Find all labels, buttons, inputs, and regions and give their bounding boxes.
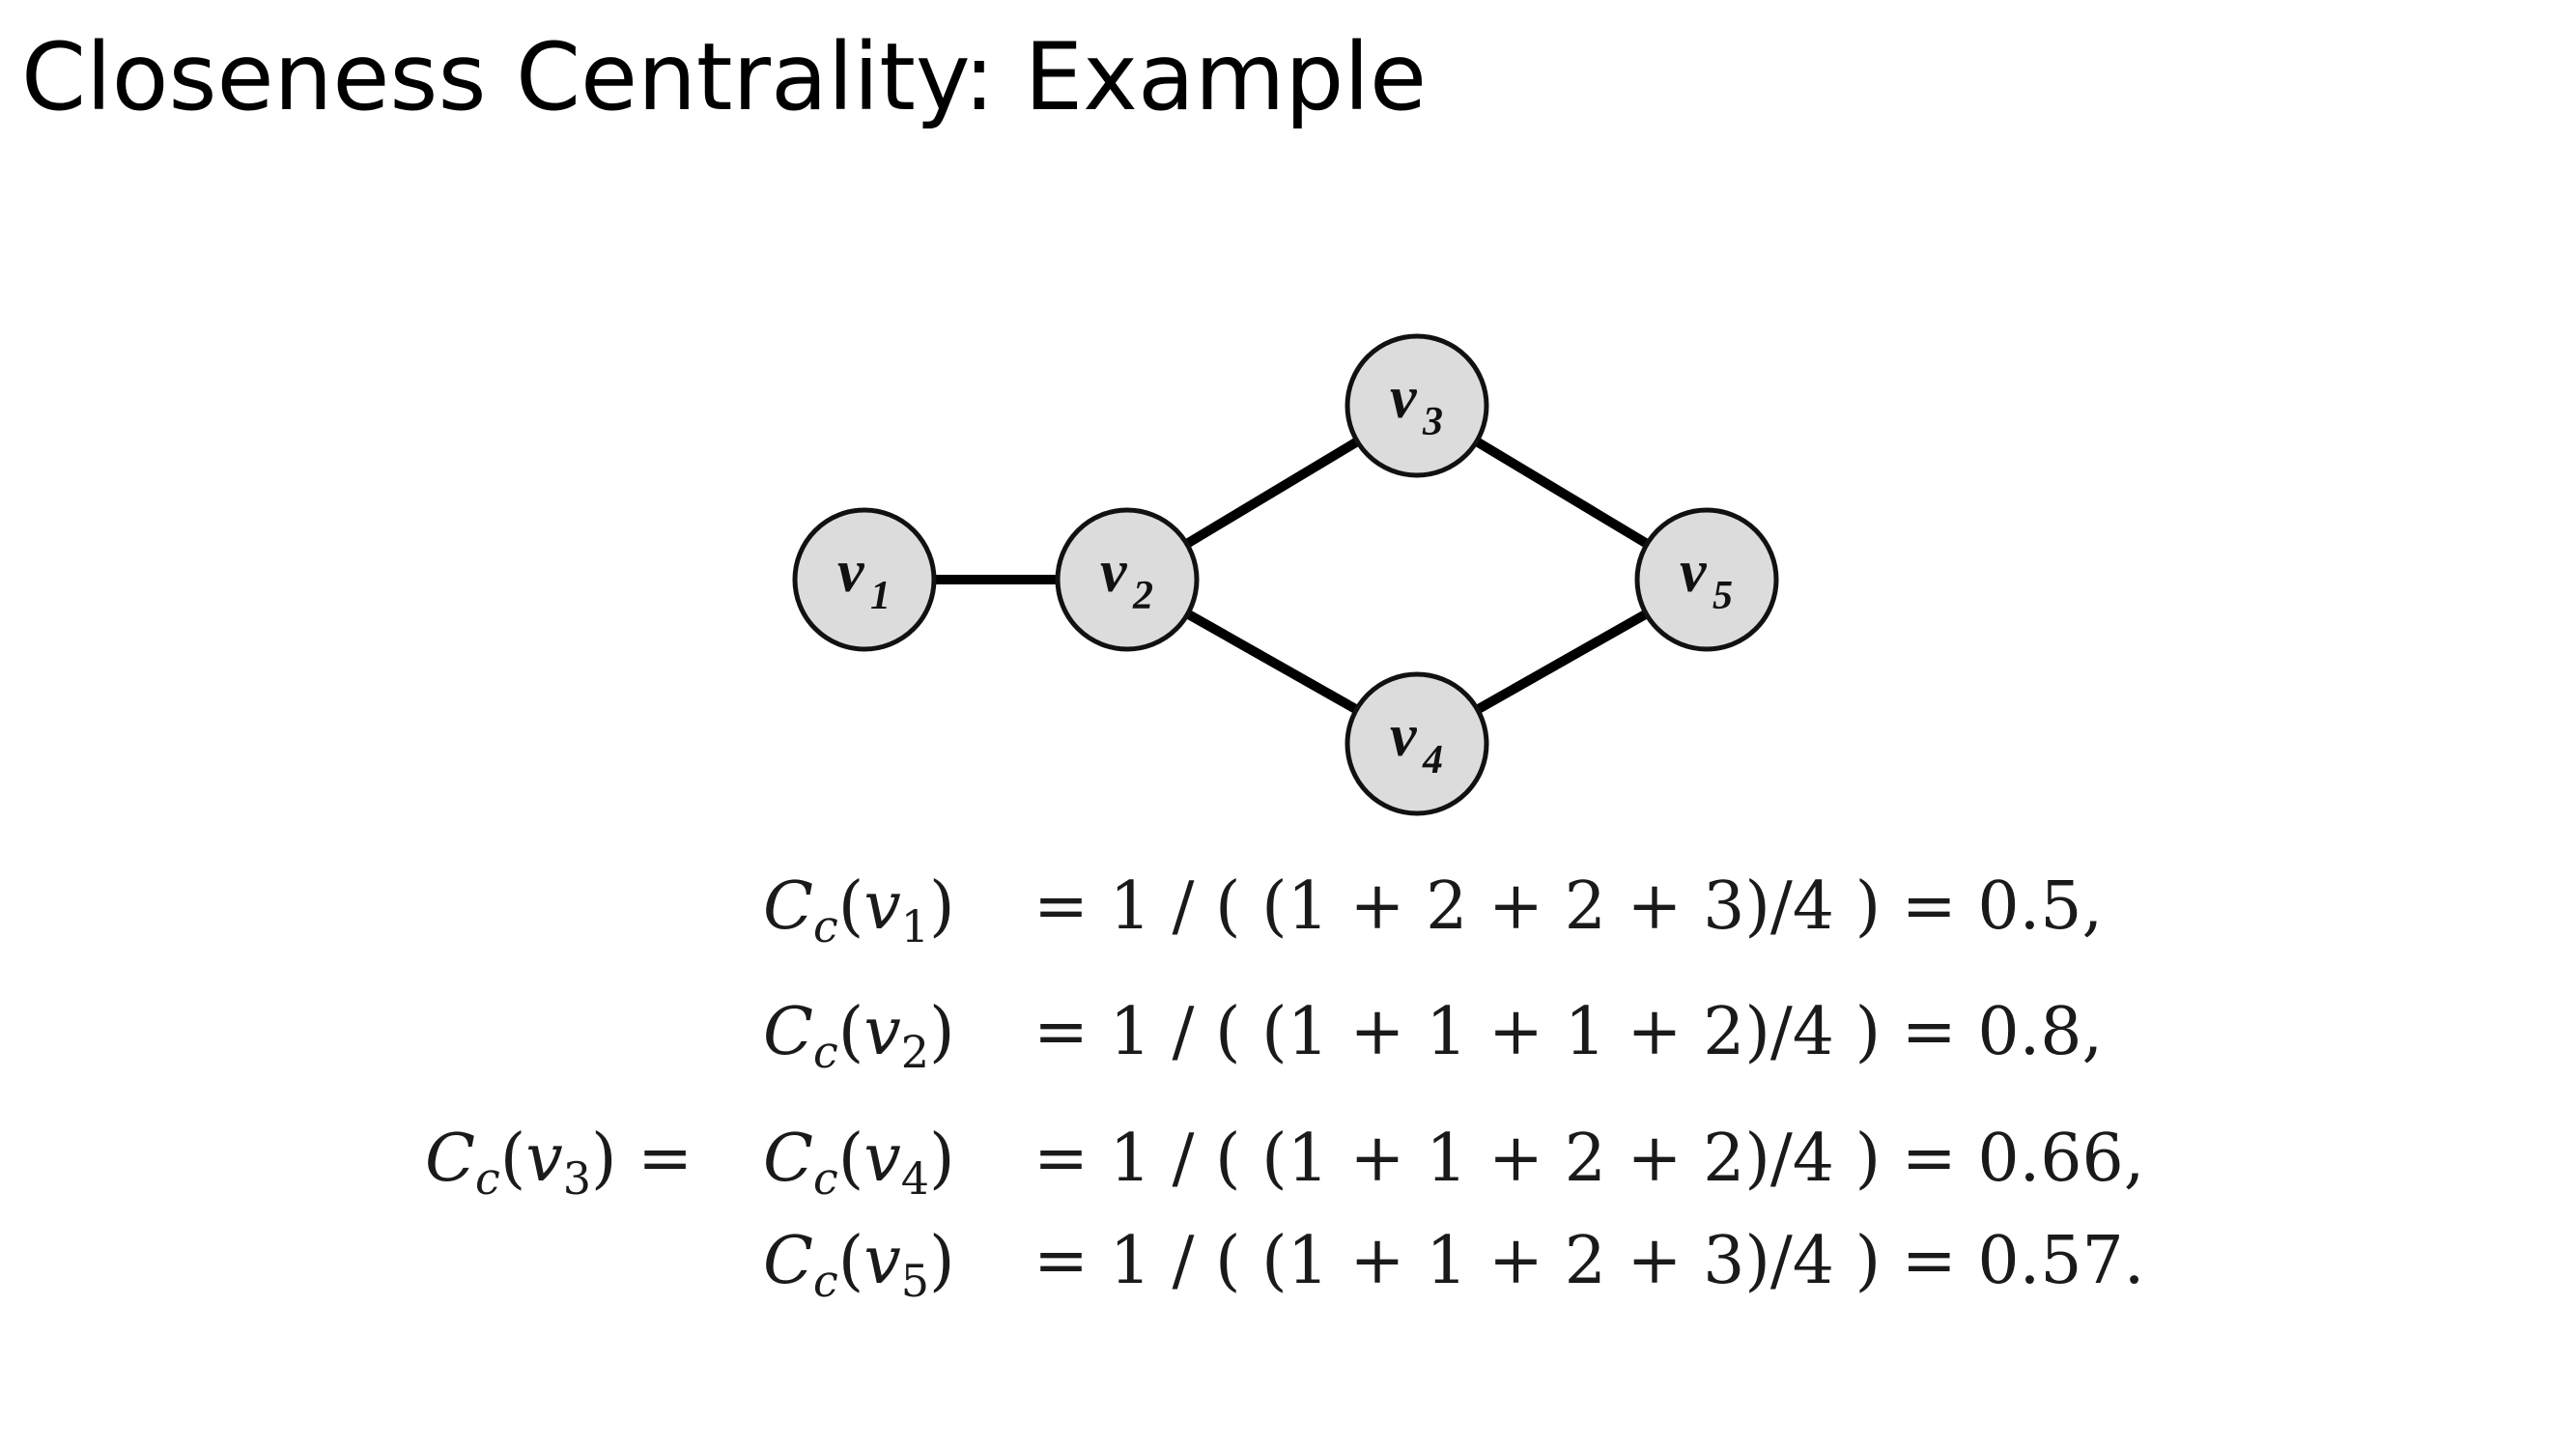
node-label-subscript: 1 [870, 574, 891, 618]
equation-lhs: Cc(v2) [763, 994, 955, 1078]
equation-row-v2: Cc(v2) = 1 / ( (1 + 1 + 1 + 2)/4 ) = 0.8… [0, 1000, 2576, 1077]
node-label: v [1680, 539, 1708, 605]
node-circle [1634, 507, 1779, 652]
node-label-subscript: 4 [1422, 738, 1443, 782]
equation-row-v4: Cc(v4) = 1 / ( (1 + 1 + 2 + 2)/4 ) = 0.6… [0, 1126, 2576, 1204]
equation-prefix-cc-v3: Cc(v3) = [425, 1121, 694, 1205]
node-label-subscript: 3 [1422, 400, 1443, 444]
equation-lhs: Cc(v4) [763, 1121, 955, 1205]
equation-rhs: = 1 / ( (1 + 1 + 2 + 3)/4 ) = 0.57. [1033, 1223, 2145, 1299]
node-label-subscript: 5 [1713, 574, 1733, 618]
node-circle [1055, 507, 1200, 652]
node-label: v [1390, 365, 1418, 431]
node-circle [1345, 333, 1489, 478]
equation-lhs: Cc(v5) [763, 1223, 955, 1307]
node-circle [1345, 671, 1489, 816]
equation-rhs: = 1 / ( (1 + 1 + 1 + 2)/4 ) = 0.8, [1033, 994, 2104, 1070]
equation-rhs: = 1 / ( (1 + 2 + 2 + 3)/4 ) = 0.5, [1033, 868, 2104, 945]
equation-row-v1: Cc(v1) = 1 / ( (1 + 2 + 2 + 3)/4 ) = 0.5… [0, 874, 2576, 952]
node-label: v [837, 539, 865, 605]
equation-rhs: = 1 / ( (1 + 1 + 2 + 2)/4 ) = 0.66, [1033, 1121, 2145, 1197]
equation-lhs: Cc(v1) [763, 868, 955, 952]
node-label-subscript: 2 [1132, 574, 1153, 618]
equation-row-v5: Cc(v5) = 1 / ( (1 + 1 + 2 + 3)/4 ) = 0.5… [0, 1229, 2576, 1306]
node-circle [792, 507, 937, 652]
node-label: v [1390, 703, 1418, 769]
slide-title: Closeness Centrality: Example [21, 23, 1427, 131]
node-label: v [1100, 539, 1128, 605]
